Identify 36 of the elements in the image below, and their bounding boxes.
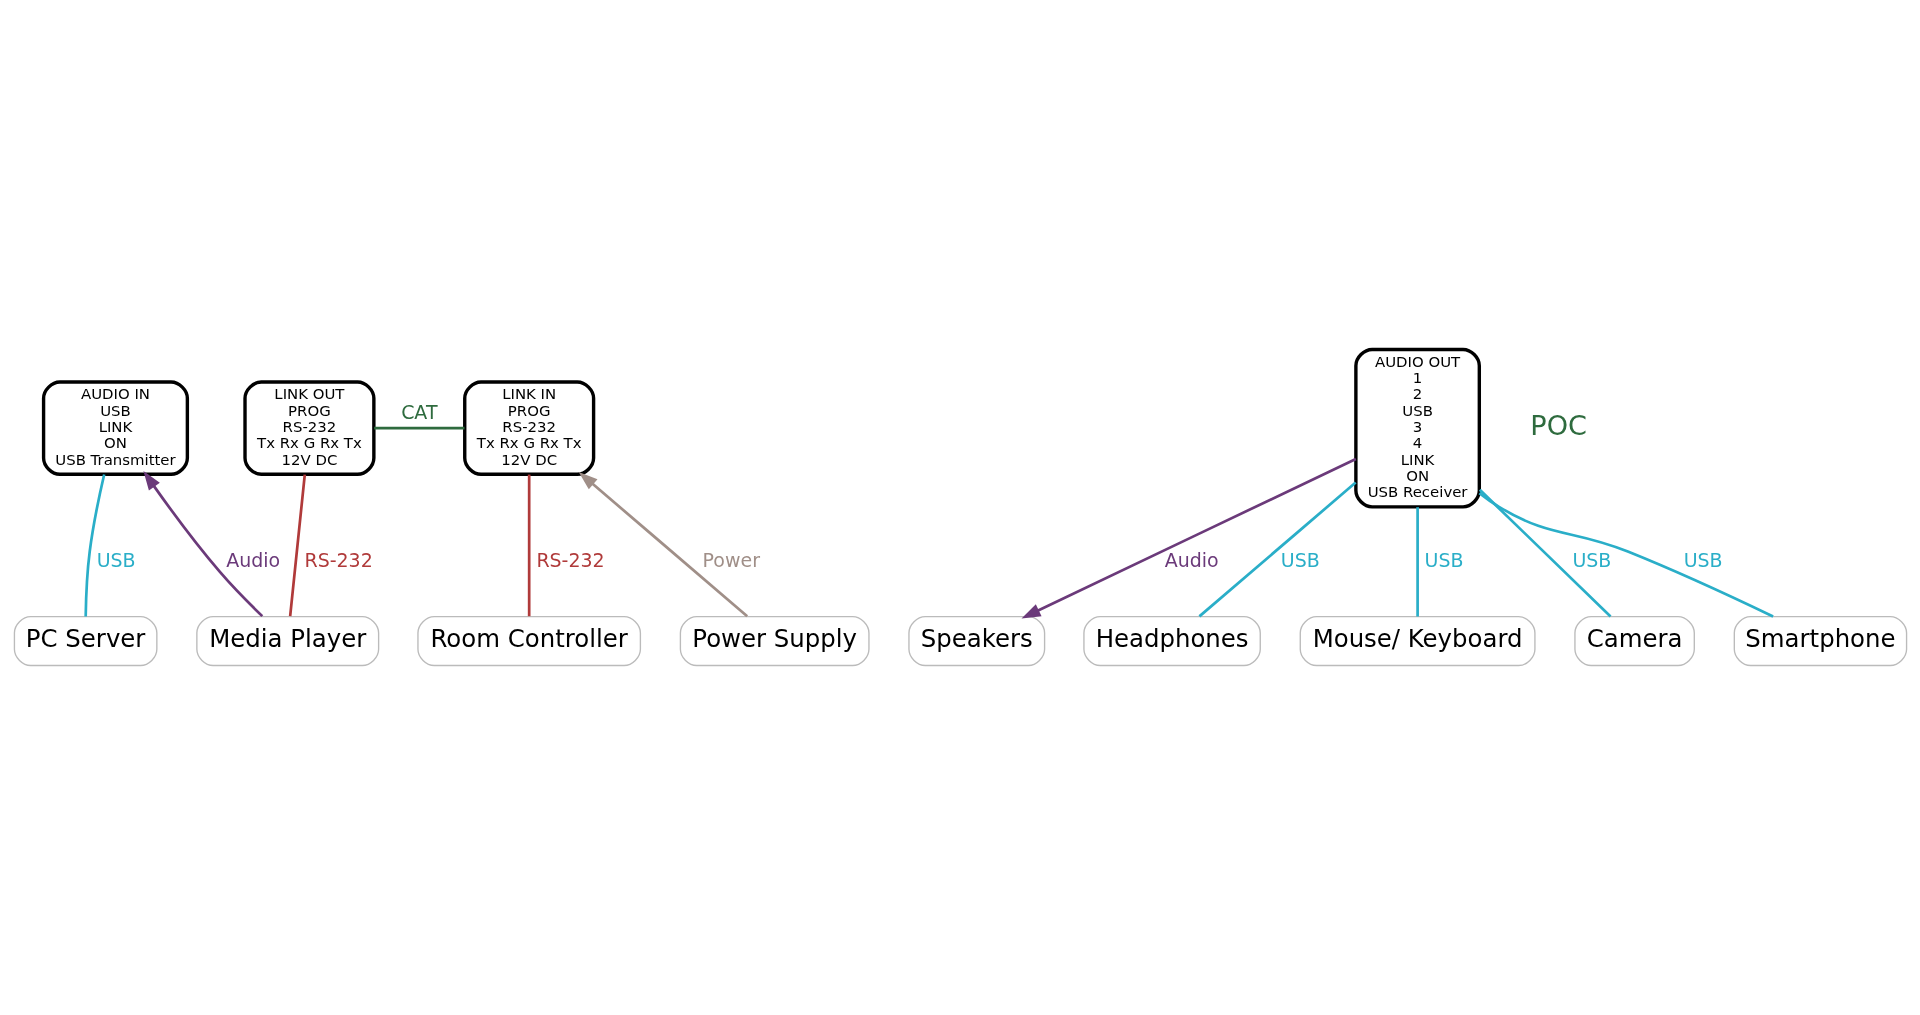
edge-label: USB [96, 548, 136, 571]
connector [83, 474, 105, 617]
edge-label: Power [702, 548, 760, 571]
arrow [142, 471, 263, 618]
node-box: Camera [1573, 616, 1695, 667]
node-box: LINK OUT PROG RS-232 Tx Rx G Rx Tx 12V DC [242, 380, 376, 476]
node-box: AUDIO IN USB LINK ON USB Transmitter [41, 380, 189, 476]
connector [288, 474, 306, 617]
edge-label: USB [1683, 548, 1723, 571]
node-box: LINK IN PROG RS-232 Tx Rx G Rx Tx 12V DC [462, 380, 595, 476]
edge-label: CAT [400, 400, 437, 423]
node-box: Headphones [1082, 616, 1261, 667]
arrow [578, 471, 748, 618]
node-box: Room Controller [416, 616, 641, 667]
edge-label: RS-232 [535, 548, 605, 571]
node-box: Power Supply [679, 616, 870, 667]
connector [1478, 492, 1774, 618]
node-box: Media Player [195, 616, 379, 667]
edge-label: RS-232 [303, 548, 373, 571]
edge-label: USB [1571, 548, 1611, 571]
node-box: Smartphone [1733, 616, 1907, 667]
arrow [1021, 457, 1356, 619]
connector [1198, 481, 1357, 618]
connector [1478, 488, 1611, 618]
node-box: AUDIO OUT 1 2 USB 3 4 LINK ON USB Receiver [1353, 347, 1481, 509]
connector [527, 474, 531, 617]
node-box: Speakers [907, 616, 1045, 667]
edge-label: USB [1280, 548, 1320, 571]
edge-label: Audio [1164, 548, 1219, 571]
connector [1415, 507, 1419, 617]
node-box: PC Server [13, 616, 158, 667]
label: POC [1529, 409, 1587, 441]
edge-label: USB [1424, 548, 1464, 571]
node-box: Mouse/ Keyboard [1299, 616, 1536, 667]
connector [373, 426, 464, 430]
edge-label: Audio [225, 548, 280, 571]
